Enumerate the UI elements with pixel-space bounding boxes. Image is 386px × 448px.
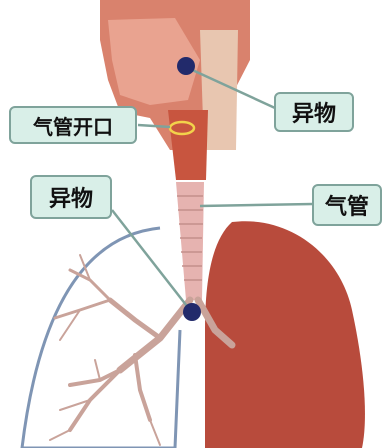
foreign-body-label-top: 异物 <box>274 92 354 132</box>
trachea-opening-label: 气管开口 <box>9 106 137 144</box>
right-lung <box>205 221 365 448</box>
larynx <box>168 110 208 180</box>
foreign-body-throat <box>177 57 195 75</box>
trachea-tube <box>176 182 204 300</box>
bronchial-tree <box>50 255 232 445</box>
trachea-label: 气管 <box>312 184 382 226</box>
foreign-body-label-mid: 异物 <box>30 175 112 219</box>
foreign-body-trachea <box>183 303 201 321</box>
